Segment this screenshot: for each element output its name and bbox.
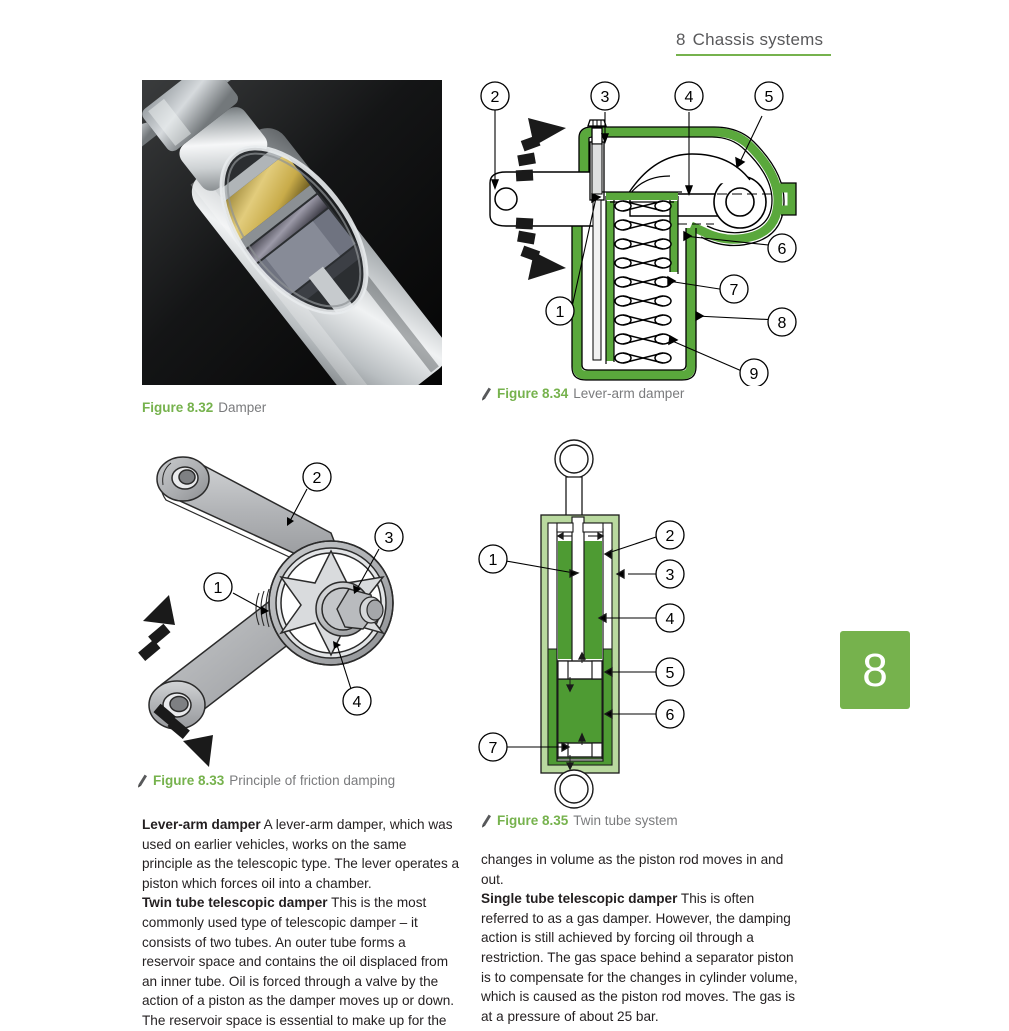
svg-text:4: 4 [685, 89, 694, 106]
figure-8-35-label: Figure 8.35 [497, 813, 569, 828]
callout-group-8-35: 1 2 3 4 5 6 7 [478, 520, 685, 762]
figure-8-33-label: Figure 8.33 [153, 773, 225, 788]
pencil-icon [138, 774, 147, 788]
figure-8-32-caption: Figure 8.32 Damper [142, 400, 266, 417]
running-head-text: 8 Chassis systems [676, 30, 831, 50]
paragraph-lever-arm-damper: Lever-arm damper A lever-arm damper, whi… [142, 815, 460, 893]
callout-group-8-33: 1 2 3 4 [203, 462, 404, 716]
callout-8: 8 [767, 307, 797, 337]
callout-3: 3 [590, 81, 620, 111]
paragraph-twin-tube-telescopic-damper: Twin tube telescopic damper This is the … [142, 893, 460, 1030]
svg-text:3: 3 [601, 89, 610, 106]
callout-3: 3 [374, 522, 404, 552]
caption-8-33: Figure 8.33 Principle of friction dampin… [137, 773, 395, 790]
callout-2: 2 [655, 520, 685, 550]
svg-text:6: 6 [778, 241, 787, 258]
friction-damping-artwork: 1 2 3 4 [138, 456, 404, 767]
svg-text:3: 3 [666, 567, 675, 584]
figure-8-33: 1 2 3 4 [135, 437, 465, 767]
pencil-icon [482, 814, 491, 828]
callout-4: 4 [655, 603, 685, 633]
body-column-right: changes in volume as the piston rod move… [481, 850, 799, 1026]
paragraph-text-lever-arm-damper: A lever-arm damper, which was used on ea… [142, 817, 460, 891]
svg-text:2: 2 [491, 89, 500, 106]
caption-8-35: Figure 8.35 Twin tube system [481, 813, 678, 830]
figure-8-32-description: Damper [218, 400, 267, 415]
paragraph-single-tube-telescopic-damper: Single tube telescopic damper This is of… [481, 889, 799, 1026]
callout-2: 2 [302, 462, 332, 492]
callout-7: 7 [719, 274, 749, 304]
svg-text:4: 4 [666, 611, 675, 628]
paragraph-twin-tube-continuation: changes in volume as the piston rod move… [481, 850, 799, 889]
paragraph-text-single-tube: This is often referred to as a gas dampe… [481, 891, 798, 1024]
paragraph-lead-single-tube: Single tube telescopic damper [481, 891, 678, 907]
svg-text:4: 4 [353, 694, 362, 711]
lever-arm-damper-artwork: 2 3 4 5 6 7 8 [480, 81, 797, 386]
svg-text:7: 7 [730, 282, 739, 299]
callout-9: 9 [739, 358, 769, 386]
caption-8-34: Figure 8.34 Lever-arm damper [481, 386, 684, 403]
svg-text:6: 6 [666, 707, 675, 724]
svg-text:3: 3 [385, 530, 394, 547]
figure-8-34-label: Figure 8.34 [497, 386, 569, 401]
callout-2: 2 [480, 81, 510, 111]
svg-text:1: 1 [556, 304, 565, 321]
svg-text:2: 2 [313, 470, 322, 487]
callout-3: 3 [655, 559, 685, 589]
paragraph-text-continuation: changes in volume as the piston rod move… [481, 852, 784, 887]
damper-photograph-artwork [142, 80, 442, 385]
callout-4: 4 [674, 81, 704, 111]
figure-8-35-caption: Figure 8.35 Twin tube system [481, 813, 678, 830]
svg-text:2: 2 [666, 528, 675, 545]
svg-text:9: 9 [750, 366, 759, 383]
figure-8-34: 2 3 4 5 6 7 8 [478, 76, 813, 386]
svg-text:5: 5 [666, 665, 675, 682]
figure-8-35-description: Twin tube system [573, 813, 678, 828]
figure-8-35: 1 2 3 4 5 6 7 [478, 437, 713, 809]
callout-6: 6 [767, 233, 797, 263]
callout-6: 6 [655, 699, 685, 729]
body-column-left: Lever-arm damper A lever-arm damper, whi… [142, 815, 460, 1031]
callout-1: 1 [545, 296, 575, 326]
callout-5: 5 [754, 81, 784, 111]
svg-text:7: 7 [489, 740, 498, 757]
paragraph-lead-lever-arm-damper: Lever-arm damper [142, 817, 261, 832]
figure-8-33-description: Principle of friction damping [229, 773, 396, 788]
callout-5: 5 [655, 657, 685, 687]
caption-8-32: Figure 8.32 Damper [142, 400, 266, 417]
figure-8-32-photo [142, 80, 442, 385]
callout-7: 7 [478, 732, 508, 762]
running-head: 8 Chassis systems [676, 30, 831, 56]
running-head-title: Chassis systems [692, 30, 824, 49]
figure-8-33-caption: Figure 8.33 Principle of friction dampin… [137, 773, 395, 790]
figure-8-32-label: Figure 8.32 [142, 400, 214, 415]
callout-group-8-34: 2 3 4 5 6 7 8 [480, 81, 797, 386]
twin-tube-system-artwork: 1 2 3 4 5 6 7 [478, 439, 685, 809]
pencil-icon [482, 387, 491, 401]
callout-4: 4 [342, 686, 372, 716]
running-head-chapter-number: 8 [676, 30, 686, 49]
chapter-tab-number: 8 [862, 644, 888, 696]
svg-text:1: 1 [214, 580, 223, 597]
callout-1: 1 [203, 572, 233, 602]
svg-text:5: 5 [765, 89, 774, 106]
svg-text:8: 8 [778, 315, 787, 332]
callout-1: 1 [478, 544, 508, 574]
paragraph-text-twin-tube: This is the most commonly used type of t… [142, 895, 455, 1028]
chapter-thumb-tab: 8 [840, 631, 910, 709]
figure-8-34-caption: Figure 8.34 Lever-arm damper [481, 386, 684, 403]
figure-8-34-description: Lever-arm damper [573, 386, 685, 401]
svg-text:1: 1 [489, 552, 498, 569]
paragraph-lead-twin-tube: Twin tube telescopic damper [142, 895, 328, 911]
